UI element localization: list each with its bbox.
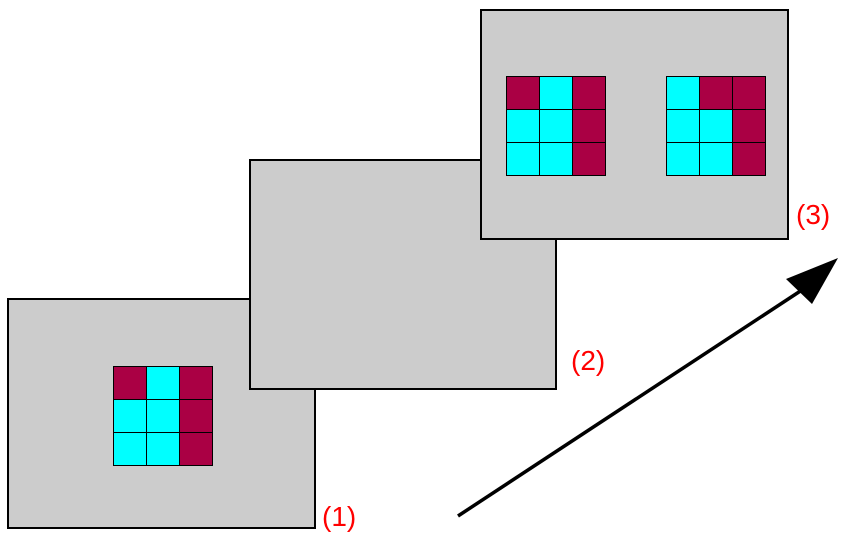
- maroon-cell: [573, 143, 605, 175]
- maroon-cell: [507, 77, 539, 109]
- arrow-head: [786, 258, 838, 304]
- arrow-shaft: [457, 284, 809, 518]
- maroon-cell: [700, 77, 732, 109]
- cyan-cell: [507, 110, 539, 142]
- cyan-cell: [667, 77, 699, 109]
- maroon-cell: [180, 367, 212, 399]
- cyan-cell: [700, 143, 732, 175]
- maroon-cell: [733, 110, 765, 142]
- cyan-cell: [147, 433, 179, 465]
- cyan-cell: [114, 400, 146, 432]
- panel-3: [480, 9, 789, 240]
- maroon-cell: [573, 77, 605, 109]
- label-3: (3): [796, 199, 831, 230]
- maroon-cell: [733, 143, 765, 175]
- label-2: (2): [571, 345, 606, 376]
- label-1: (1): [322, 501, 357, 532]
- maroon-cell: [733, 77, 765, 109]
- cyan-cell: [700, 110, 732, 142]
- cyan-cell: [667, 110, 699, 142]
- maroon-cell: [180, 433, 212, 465]
- cyan-cell: [147, 400, 179, 432]
- maroon-cell: [180, 400, 212, 432]
- maroon-cell: [573, 110, 605, 142]
- cyan-cell: [114, 433, 146, 465]
- cyan-cell: [540, 143, 572, 175]
- cyan-cell: [540, 110, 572, 142]
- grid-panel-3-right: [666, 76, 766, 176]
- maroon-cell: [114, 367, 146, 399]
- cyan-cell: [147, 367, 179, 399]
- cyan-cell: [540, 77, 572, 109]
- grid-panel-1: [113, 366, 213, 466]
- cyan-cell: [507, 143, 539, 175]
- cyan-cell: [667, 143, 699, 175]
- grid-panel-3-left: [506, 76, 606, 176]
